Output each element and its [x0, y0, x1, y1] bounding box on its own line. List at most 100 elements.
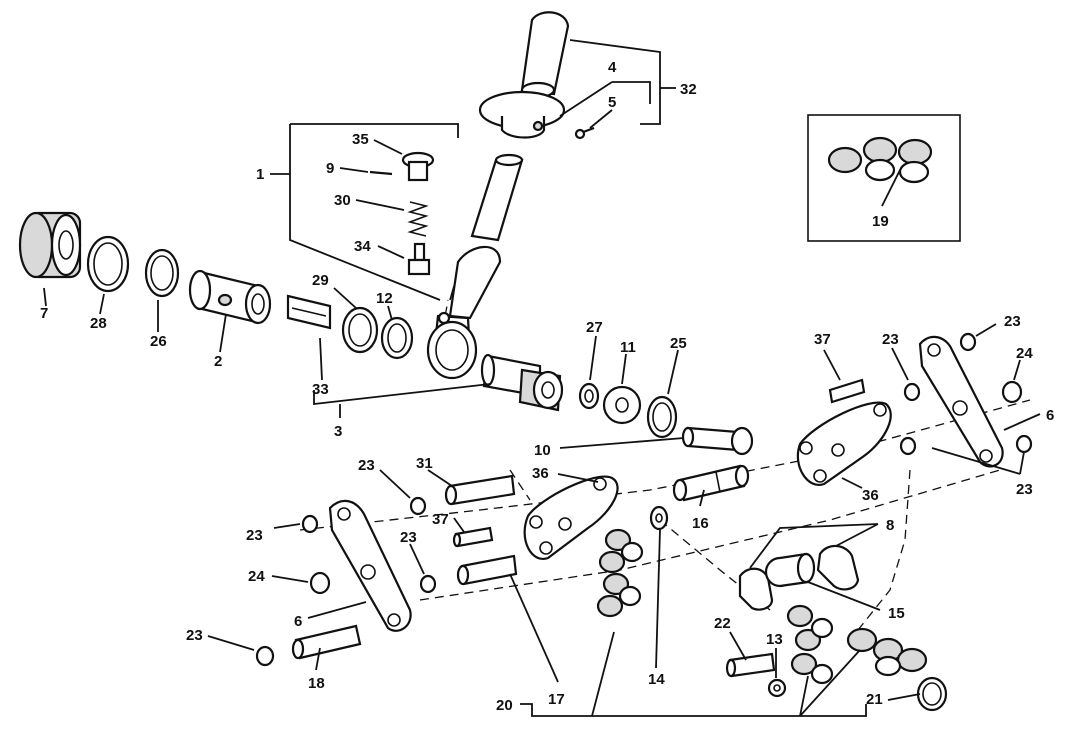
- callout-9: 9: [326, 160, 334, 177]
- callout-29: 29: [312, 272, 329, 289]
- callout-34: 34: [354, 238, 371, 255]
- part-33-block: [286, 294, 332, 330]
- callout-1: 1: [256, 166, 264, 183]
- part-16-shaft: [672, 464, 750, 502]
- part-35-cap: [401, 151, 435, 182]
- part-23-ring-b: [409, 496, 427, 516]
- callout-6-left: 6: [294, 613, 302, 630]
- callout-26: 26: [150, 333, 167, 350]
- inset-box: [807, 114, 961, 242]
- part-5-screw: [574, 126, 595, 140]
- callout-33: 33: [312, 381, 329, 398]
- part-9-pin: [369, 170, 393, 176]
- part-22-pin: [725, 652, 776, 678]
- leader-lines: [43, 39, 1041, 717]
- part-17-pin: [456, 554, 518, 586]
- callout-21: 21: [866, 691, 883, 708]
- callout-11: 11: [620, 339, 636, 356]
- callout-15: 15: [888, 605, 905, 622]
- callout-6-right: 6: [1046, 407, 1054, 424]
- part-23-ring-c: [419, 574, 437, 594]
- part-7-knurled-nut: [18, 211, 82, 279]
- callout-23-mid: 23: [358, 457, 375, 474]
- part-23-ring-f: [959, 332, 977, 352]
- callout-17: 17: [548, 691, 565, 708]
- callout-28: 28: [90, 315, 107, 332]
- part-2-housing: [188, 269, 272, 325]
- callout-30: 30: [334, 192, 351, 209]
- part-8-link-plate-a: [738, 567, 774, 611]
- part-23-ring-d: [255, 645, 275, 667]
- part-30-spring: [407, 201, 429, 237]
- chain-left: [596, 528, 644, 618]
- part-23-ring-h: [899, 436, 917, 456]
- callout-10: 10: [534, 442, 551, 459]
- callout-37-left: 37: [432, 511, 449, 528]
- part-8-link-plate-b: [816, 544, 860, 591]
- part-32-handle: [520, 11, 570, 99]
- part-28-ring: [86, 235, 130, 293]
- callout-20: 20: [496, 697, 513, 714]
- callout-36-left: 36: [532, 465, 549, 482]
- callout-23-bottomleft: 23: [186, 627, 203, 644]
- callout-3: 3: [334, 423, 342, 440]
- callout-2: 2: [214, 353, 222, 370]
- part-1-lever-assembly: [426, 245, 502, 380]
- part-23-ring-a: [301, 514, 319, 534]
- callout-23-left: 23: [246, 527, 263, 544]
- callout-7: 7: [40, 305, 48, 322]
- part-25-snap-ring: [646, 395, 678, 439]
- callout-5: 5: [608, 94, 616, 111]
- part-24-ring-left: [309, 571, 331, 595]
- part-11-washer: [602, 385, 642, 425]
- callout-19: 19: [872, 213, 889, 230]
- callout-27: 27: [586, 319, 603, 336]
- part-21-chain-links: [846, 627, 928, 677]
- callout-23-right: 23: [1016, 481, 1033, 498]
- callout-4: 4: [608, 59, 617, 76]
- callout-14: 14: [648, 671, 665, 688]
- callout-22: 22: [714, 615, 731, 632]
- part-12-ring: [380, 316, 414, 360]
- part-29-ring: [341, 306, 379, 354]
- part-13-washer: [767, 678, 787, 698]
- part-14-washer: [649, 505, 669, 531]
- callout-25: 25: [670, 335, 687, 352]
- part-15-roller: [764, 552, 816, 588]
- callout-16: 16: [692, 515, 709, 532]
- part-10-eye-pin: [681, 426, 754, 456]
- part-27-washer: [578, 382, 600, 410]
- part-31-pin: [444, 474, 516, 506]
- callout-8: 8: [886, 517, 894, 534]
- part-36-plate-right: [796, 401, 892, 487]
- callouts: 1 35 9 30 34 4 5 32 7 28 26 2 29 12 33 3…: [40, 59, 1054, 714]
- part-3-pinion-shaft: [480, 353, 564, 412]
- part-37-pin-left: [452, 526, 494, 548]
- part-23-ring-g: [1015, 434, 1033, 454]
- callout-23-top: 23: [882, 331, 899, 348]
- callout-23-topright: 23: [1004, 313, 1021, 330]
- callout-31: 31: [416, 455, 433, 472]
- part-26-snap-ring: [144, 248, 180, 298]
- part-19-chain-link: [827, 136, 933, 184]
- part-4-flange: [478, 90, 566, 139]
- part-6-side-plate-left: [328, 499, 412, 632]
- callout-37-top: 37: [814, 331, 831, 348]
- callout-36-right: 36: [862, 487, 879, 504]
- callout-13: 13: [766, 631, 783, 648]
- callout-35: 35: [352, 131, 369, 148]
- part-18-pin: [291, 624, 362, 660]
- callout-18: 18: [308, 675, 325, 692]
- part-36-plate-left: [523, 475, 619, 561]
- part-24-ring-right: [1001, 380, 1023, 404]
- callout-32: 32: [680, 81, 697, 98]
- tube: [470, 153, 524, 242]
- callout-24-right: 24: [1016, 345, 1033, 362]
- callout-23-midlow: 23: [400, 529, 417, 546]
- callout-24-left: 24: [248, 568, 265, 585]
- chain-right: [786, 604, 834, 685]
- part-21-snap-ring: [916, 676, 948, 712]
- part-34-plunger: [407, 242, 431, 276]
- part-37-pin-right: [828, 378, 866, 404]
